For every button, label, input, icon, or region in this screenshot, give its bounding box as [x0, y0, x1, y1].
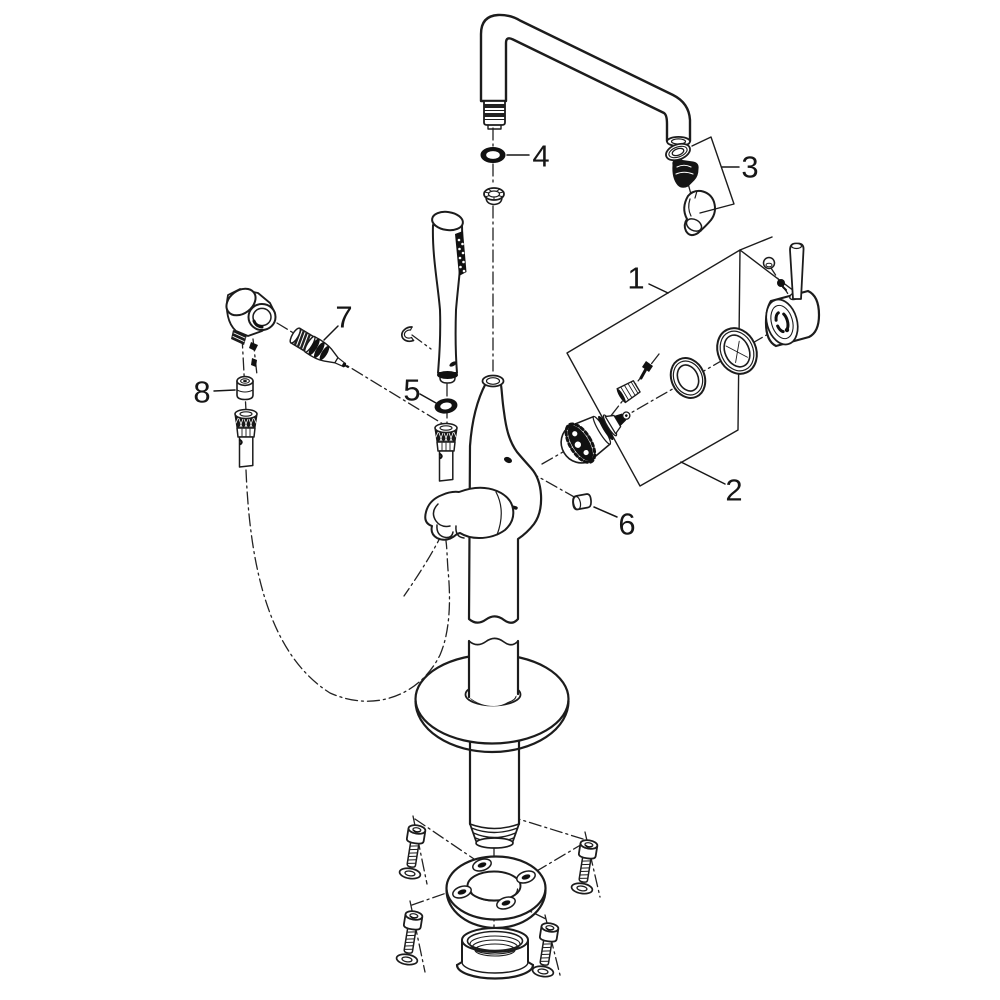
bracket-3: [691, 136, 735, 214]
threaded-socket: [455, 927, 535, 980]
callout-5-label: 5: [403, 373, 420, 408]
base-screw-4: [530, 920, 562, 979]
mounting-pins: [249, 342, 258, 367]
mounting-flange: [445, 855, 547, 930]
grub-screw: [639, 361, 653, 380]
cartridge: [560, 411, 631, 464]
o-ring-5: [434, 398, 458, 414]
spray-face: [455, 231, 467, 276]
group-3-outlet-parts: [665, 136, 735, 237]
base-screw-3: [569, 837, 601, 896]
c-clip: [401, 326, 415, 343]
hand-shower: [431, 210, 467, 384]
callout-3-label: 3: [741, 150, 758, 185]
boss-hole: [504, 456, 512, 464]
adapter-nut: [616, 380, 641, 404]
escutcheon-ring-large: [716, 327, 758, 375]
flange-screw-holes: [452, 858, 536, 910]
base-screw-1: [397, 822, 429, 881]
hose-end-right: [433, 422, 459, 483]
hose-end-left: [233, 408, 259, 469]
serrated-nut: [483, 187, 505, 206]
elbow-connector: [225, 287, 277, 345]
base-screw-2: [394, 908, 426, 967]
shower-holder: [424, 486, 515, 541]
escutcheon-ring-small: [669, 357, 707, 399]
riser-tube-upper: [467, 637, 520, 706]
callout-7-label: 7: [335, 300, 352, 335]
callout-1-label: 1: [627, 261, 644, 296]
callout-8-label: 8: [193, 375, 210, 410]
body-top-opening: [481, 374, 505, 388]
callout-4-label: 4: [532, 139, 549, 174]
cap-and-screw: [762, 256, 787, 291]
aerator: [672, 159, 699, 188]
lever-rod: [789, 242, 805, 300]
union-8: [236, 375, 254, 401]
lever-handle: [764, 242, 821, 348]
plug-6: [572, 493, 592, 511]
o-ring-4: [480, 147, 506, 163]
callout-leaders: [213, 154, 740, 518]
callout-6-label: 6: [618, 507, 635, 542]
spout: [479, 13, 692, 147]
callout-2-label: 2: [725, 473, 742, 508]
centerlines: [241, 127, 811, 980]
check-valve-7: [289, 327, 349, 369]
